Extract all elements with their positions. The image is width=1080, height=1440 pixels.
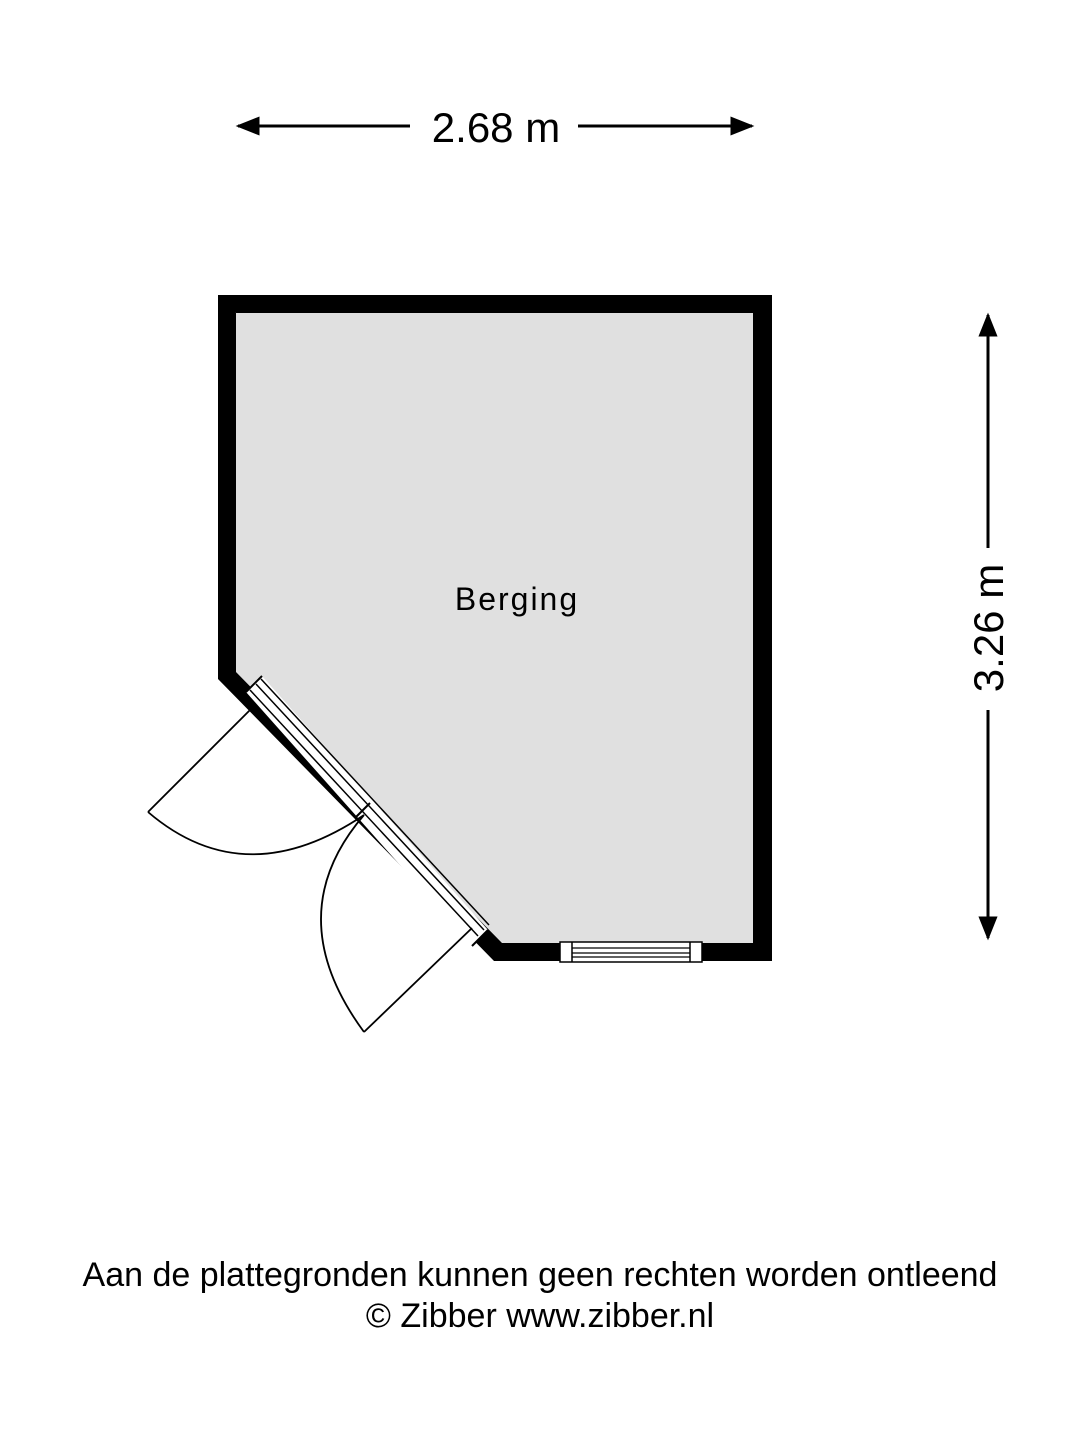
width-dimension-label: 2.68 m [432, 104, 560, 151]
door-frame-line-3 [260, 678, 490, 926]
door-frame-line-2 [255, 683, 485, 931]
window [559, 941, 703, 963]
room-label: Berging [455, 581, 579, 617]
width-dimension: 2.68 m [235, 104, 755, 151]
depth-dimension-label: 3.26 m [965, 564, 1012, 692]
door-gap [246, 676, 488, 946]
disclaimer-text: Aan de plattegronden kunnen geen rechten… [82, 1256, 998, 1294]
door-frame-line-1 [249, 689, 479, 937]
door-mid-mullion [354, 802, 371, 819]
door-leaf-lower [363, 927, 473, 1033]
door-swing-upper [147, 707, 365, 856]
window-frame [559, 941, 703, 963]
room-floor [236, 313, 753, 943]
door-swing-lower [320, 814, 473, 1033]
door-jamb-top [245, 675, 263, 693]
depth-dimension: 3.26 m [965, 312, 1012, 941]
door-arc-lower [320, 814, 365, 1033]
door-arc-upper [147, 811, 365, 856]
door-jamb-bottom [471, 929, 489, 947]
copyright-text: © Zibber www.zibber.nl [365, 1297, 715, 1335]
door-opening [245, 675, 490, 947]
door-leaf-upper [147, 707, 253, 813]
